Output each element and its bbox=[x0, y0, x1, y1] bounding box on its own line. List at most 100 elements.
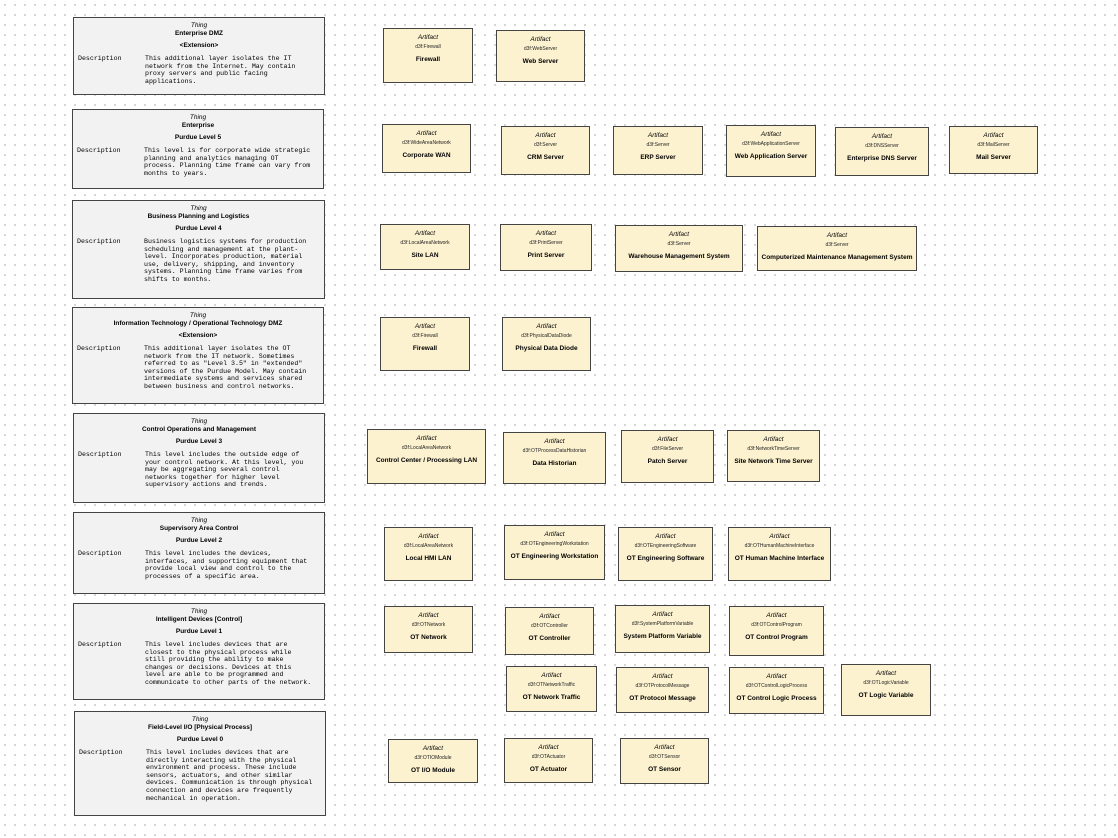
artifact-type: Artifact bbox=[418, 612, 439, 619]
artifact-class: d3f:OTActuator bbox=[531, 754, 566, 760]
level-box-enterprise[interactable]: Thing Enterprise Purdue Level 5 Descript… bbox=[72, 109, 324, 189]
artifact-type: Artifact bbox=[766, 612, 787, 619]
artifact-type: Artifact bbox=[535, 132, 556, 139]
level-key: Description bbox=[79, 749, 123, 756]
level-type: Thing bbox=[189, 312, 207, 319]
artifact-name: Control Center / Processing LAN bbox=[375, 457, 478, 464]
artifact-class: d3f:OTControlProgram bbox=[751, 622, 802, 628]
artifact-name: OT Engineering Workstation bbox=[510, 553, 599, 560]
artifact-type: Artifact bbox=[647, 132, 669, 139]
level-box-enterprise-dmz[interactable]: Thing Enterprise DMZ <Extension> Descrip… bbox=[73, 17, 325, 95]
artifact-name: Print Server bbox=[527, 252, 565, 259]
artifact-class: d3f:OTEngineeringSoftware bbox=[634, 543, 697, 549]
level-key: Description bbox=[78, 550, 122, 557]
artifact-name: Web Server bbox=[522, 58, 559, 65]
artifact-class: d3f:SystemPlatformVariable bbox=[631, 621, 694, 627]
level-box-it-ot-dmz[interactable]: Thing Information Technology / Operation… bbox=[72, 307, 324, 404]
level-box-control-operations[interactable]: Thing Control Operations and Management … bbox=[73, 413, 325, 503]
level-type: Thing bbox=[190, 205, 207, 212]
artifact-type: Artifact bbox=[769, 533, 790, 540]
artifact-type: Artifact bbox=[414, 323, 436, 330]
artifact-class: d3f:OTProtocolMessage bbox=[635, 683, 690, 689]
level-description: This level includes the devices, interfa… bbox=[145, 550, 308, 580]
artifact-type: Artifact bbox=[417, 34, 439, 41]
artifact-type: Artifact bbox=[871, 133, 893, 140]
artifact-name: Warehouse Management System bbox=[628, 253, 730, 260]
level-subtitle: Purdue Level 4 bbox=[175, 225, 222, 232]
artifact-class: d3f:Server bbox=[533, 142, 558, 148]
artifact-class: d3f:WideAreaNetwork bbox=[402, 140, 451, 146]
level-box-business-planning[interactable]: Thing Business Planning and Logistics Pu… bbox=[72, 200, 325, 299]
artifact-class: d3f:NetworkTimeServer bbox=[747, 446, 800, 452]
artifact-class: d3f:OTEngineeringWorkstation bbox=[520, 541, 589, 547]
artifact-name: OT Human Machine Interface bbox=[734, 555, 825, 562]
artifact-class: d3f:OTIOModule bbox=[414, 755, 452, 761]
level-subtitle: <Extension> bbox=[179, 42, 219, 49]
artifact-class: d3f:WebServer bbox=[523, 46, 558, 52]
level-name: Supervisory Area Control bbox=[159, 525, 239, 532]
artifact-name: Firewall bbox=[415, 56, 441, 63]
level-key: Description bbox=[77, 238, 121, 245]
artifact-class: d3f:MailServer bbox=[977, 142, 1010, 148]
artifact-type: Artifact bbox=[422, 745, 444, 752]
artifact-class: d3f:Server bbox=[646, 142, 670, 148]
artifact-name: CRM Server bbox=[527, 154, 564, 161]
artifact-name: OT Control Logic Process bbox=[736, 695, 817, 702]
level-box-intelligent-devices[interactable]: Thing Intelligent Devices [Control] Purd… bbox=[73, 603, 325, 700]
artifact-class: d3f:Server bbox=[667, 241, 691, 247]
artifact-class: d3f:DNSServer bbox=[865, 143, 899, 149]
artifact-class: d3f:OTController bbox=[531, 623, 568, 629]
artifact-type: Artifact bbox=[652, 611, 673, 618]
level-type: Thing bbox=[190, 608, 208, 615]
level-box-supervisory-area-control[interactable]: Thing Supervisory Area Control Purdue Le… bbox=[73, 512, 325, 594]
level-box-field-level-io[interactable]: Thing Field-Level I/O [Physical Process]… bbox=[74, 711, 326, 816]
artifact-type: Artifact bbox=[875, 670, 897, 677]
level-subtitle: <Extension> bbox=[178, 332, 218, 339]
artifact-type: Artifact bbox=[760, 131, 782, 138]
artifact-name: Web Application Server bbox=[734, 153, 808, 160]
artifact-name: OT Actuator bbox=[529, 766, 568, 773]
artifact-name: OT Controller bbox=[528, 635, 571, 642]
artifact-class: d3f:PrintServer bbox=[529, 240, 563, 246]
artifact-type: Artifact bbox=[416, 130, 437, 137]
level-name: Enterprise DMZ bbox=[174, 30, 224, 37]
artifact-class: d3f:LocalAreaNetwork bbox=[401, 445, 452, 451]
artifact-type: Artifact bbox=[414, 230, 436, 237]
artifact-class: d3f:OTNetworkTraffic bbox=[527, 682, 576, 688]
artifact-name: OT Network bbox=[410, 634, 447, 641]
artifact-type: Artifact bbox=[655, 533, 676, 540]
